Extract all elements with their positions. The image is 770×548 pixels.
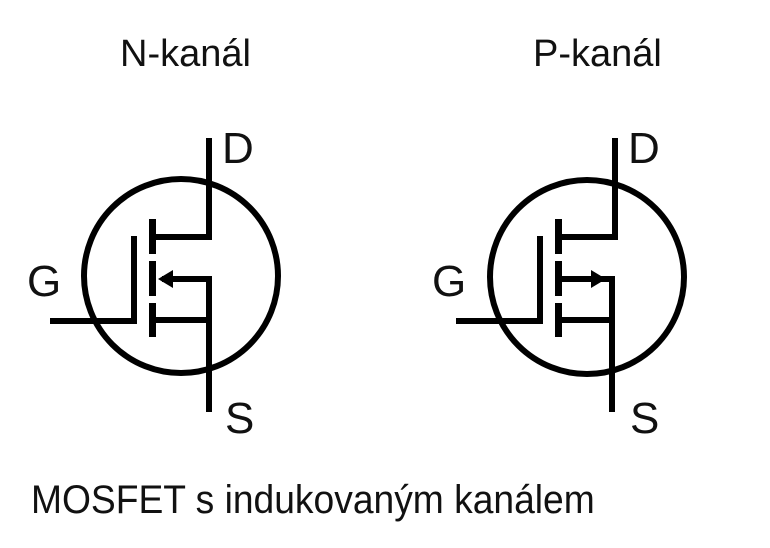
n-source-lead [162, 276, 212, 412]
n-channel-title: N-kanál [120, 33, 251, 75]
diagram-caption: MOSFET s indukovaným kanálem [31, 478, 595, 522]
p-drain-lead [560, 138, 618, 240]
p-envelope-circle [487, 177, 687, 377]
n-drain-lead [154, 138, 212, 240]
p-gate-lead [456, 236, 543, 324]
p-channel-title: P-kanál [533, 33, 662, 75]
n-channel-segments [149, 219, 156, 337]
n-source-label: S [225, 394, 255, 443]
n-drain-label: D [222, 124, 254, 173]
n-envelope-circle [81, 176, 281, 376]
n-gate-lead [50, 236, 137, 324]
n-gate-label: G [27, 257, 62, 306]
p-arrow-icon [591, 270, 606, 288]
p-channel-segments [555, 219, 562, 337]
p-gate-label: G [432, 257, 467, 306]
p-drain-label: D [628, 124, 660, 173]
n-arrow-icon [158, 270, 173, 288]
p-source-label: S [630, 394, 660, 443]
